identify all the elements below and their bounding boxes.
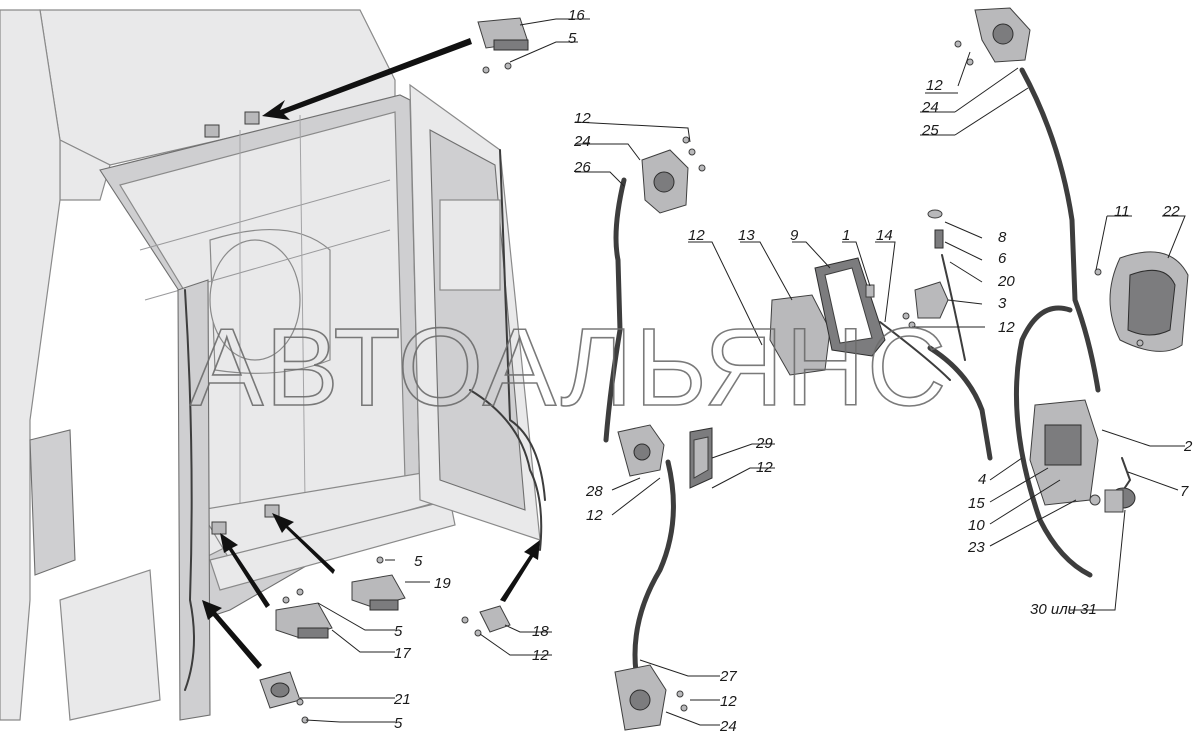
callout-10: 10: [968, 517, 985, 534]
callout-27: 27: [719, 668, 737, 685]
callout-21: 21: [393, 691, 411, 708]
callout-6: 6: [998, 250, 1007, 267]
callout-5: 5: [394, 623, 403, 640]
callout-25: 25: [921, 122, 939, 139]
callout-23: 23: [967, 539, 985, 556]
callout-17: 17: [394, 645, 411, 662]
part-9-handle-bezel: [814, 257, 886, 357]
callout-4: 4: [978, 471, 986, 488]
callout-2: 2: [1183, 438, 1193, 455]
part-18-plate: [461, 605, 511, 637]
part-14-rod: [879, 321, 993, 461]
callout-15: 15: [968, 495, 985, 512]
part-25-cable: [1013, 67, 1101, 578]
callout-14: 14: [876, 227, 893, 244]
part-30-31-cylinder: [1104, 487, 1136, 513]
callout-30-31: 30 или 31: [1030, 601, 1097, 618]
watermark-text: АВТОАЛЬЯНС: [190, 306, 948, 429]
callout-5: 5: [394, 715, 403, 732]
callout-20: 20: [997, 273, 1015, 290]
callout-9: 9: [790, 227, 799, 244]
callout-5: 5: [414, 553, 423, 570]
callout-28: 28: [585, 483, 603, 500]
callout-24: 24: [719, 718, 737, 735]
callout-12: 12: [574, 110, 591, 127]
callout-8: 8: [998, 229, 1007, 246]
callout-11: 11: [1114, 203, 1130, 220]
callout-12: 12: [688, 227, 705, 244]
part-26-upper-lock: [603, 136, 706, 443]
part-24-bottom-lock: [614, 664, 688, 731]
callout-5: 5: [568, 30, 577, 47]
part-29-inner-handle: [689, 427, 713, 489]
leader-lines: [300, 18, 1186, 726]
callout-12: 12: [998, 319, 1015, 336]
part-21-striker: [259, 671, 309, 724]
part-24-top-right-lock: [954, 7, 1031, 66]
callout-7: 7: [1180, 483, 1189, 500]
callout-19: 19: [434, 575, 451, 592]
callout-26: 26: [573, 159, 591, 176]
callout-22: 22: [1162, 203, 1180, 220]
part-1-clip: [865, 284, 875, 298]
callout-12: 12: [532, 647, 549, 664]
callout-24: 24: [573, 133, 591, 150]
callout-16: 16: [568, 7, 585, 24]
callout-3: 3: [998, 295, 1007, 312]
callout-18: 18: [532, 623, 549, 640]
callout-12: 12: [586, 507, 603, 524]
part-15-lock-body: [1029, 399, 1101, 506]
pointer-arrows: [202, 38, 540, 669]
part-13-handle-housing: [769, 294, 831, 376]
van-rear-body: [0, 9, 546, 721]
callout-12: 12: [756, 459, 773, 476]
callout-12: 12: [720, 693, 737, 710]
part-22-outer-handle: [1094, 251, 1189, 352]
part-8-6-20-3: [902, 209, 966, 361]
part-28-lower-lock: [617, 424, 665, 477]
callout-29: 29: [755, 435, 773, 452]
callout-labels: 16 5 12 24 25 12 24 26 11 22 12 13 9 1 1…: [393, 7, 1193, 735]
part-19-hinge: [351, 556, 406, 611]
part-16-hinge: [477, 17, 529, 74]
callout-1: 1: [842, 227, 850, 244]
callout-13: 13: [738, 227, 755, 244]
callout-12: 12: [926, 77, 943, 94]
callout-24: 24: [921, 99, 939, 116]
part-17-hinge: [275, 588, 333, 639]
part-27-cable: [632, 459, 676, 675]
